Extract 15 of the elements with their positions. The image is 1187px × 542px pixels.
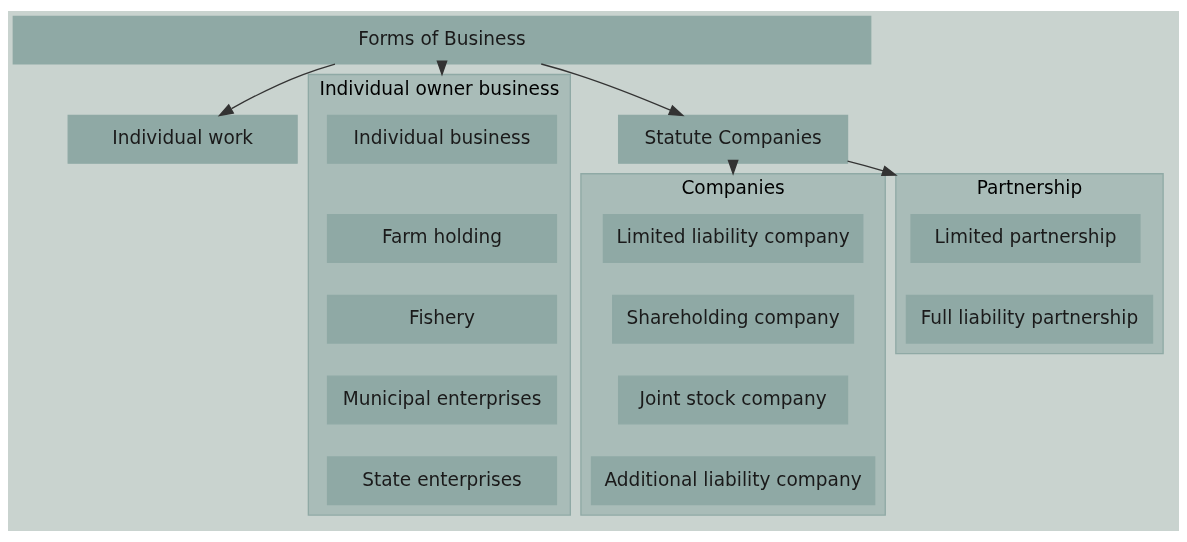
node-box: Municipal enterprises bbox=[326, 375, 558, 425]
node-box: Additional liability company bbox=[590, 456, 876, 506]
arrow bbox=[540, 63, 685, 117]
node-box: State enterprises bbox=[326, 456, 558, 506]
arrow bbox=[217, 63, 336, 117]
node-box: Limited liability company bbox=[602, 214, 864, 264]
arrow bbox=[846, 160, 898, 177]
node-box: Individual work bbox=[67, 114, 298, 164]
node-box: Farm holding bbox=[326, 214, 558, 264]
node-box: Individual business bbox=[326, 114, 558, 164]
node-box: Shareholding company bbox=[612, 294, 855, 344]
node-box: Joint stock company bbox=[618, 375, 849, 425]
node-box: Fishery bbox=[326, 294, 558, 344]
node-box: Full liability partnership bbox=[905, 294, 1154, 344]
node-box: Limited partnership bbox=[910, 214, 1141, 264]
